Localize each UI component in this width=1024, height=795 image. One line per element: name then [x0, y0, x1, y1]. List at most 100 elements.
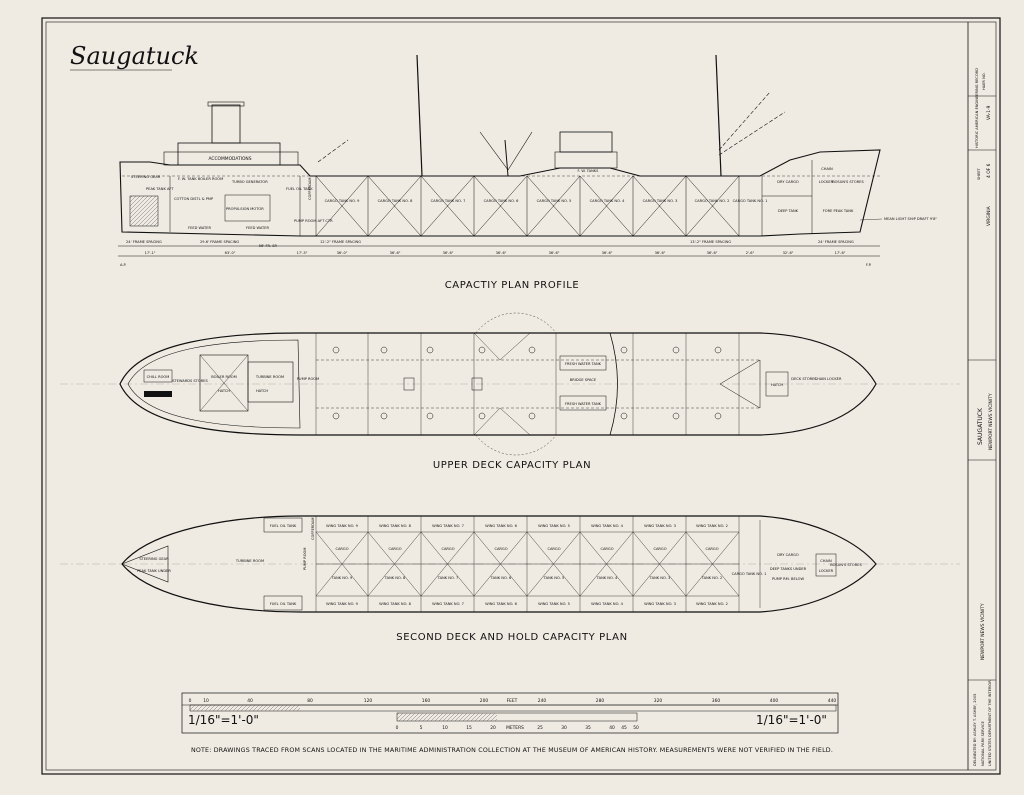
- cargo-label: CARGO: [388, 547, 401, 551]
- label-chain: CHAIN: [821, 167, 833, 171]
- scale-bar: 0 10 40 80 120 160 200 240 280 320 360 4…: [181, 692, 839, 734]
- wing-tank-label: WING TANK NO. 5: [538, 602, 570, 606]
- label-locker: LOCKER: [819, 180, 834, 184]
- second-deck-grid: [315, 516, 761, 612]
- label-dry-cargo: DRY CARGO: [777, 180, 799, 184]
- label-hatch-1: HATCH: [218, 389, 230, 393]
- tb-survey-no: VA-1-9: [986, 105, 992, 120]
- dim-label: 56' FR. SP.: [259, 244, 278, 248]
- tb-sub: NEWPORT NEWS VICINITY: [988, 393, 994, 450]
- tank-label: TANK NO. 6: [490, 576, 512, 580]
- scale-frame: [181, 692, 839, 734]
- tank-label: TANK NO. 5: [543, 576, 565, 580]
- label-draft-note: MEAN LIGHT SHIP DRAFT 9'8": [884, 217, 937, 221]
- label-fresh-water-1: FRESH WATER TANK: [565, 362, 602, 366]
- wing-tank-label: WING TANK NO. 4: [591, 524, 623, 528]
- steering-wedge: [121, 545, 169, 583]
- wing-tank-label: WING TANK NO. 6: [485, 602, 517, 606]
- deck-fittings: [332, 346, 722, 420]
- wing-tank-label: WING TANK NO. 9: [326, 602, 358, 606]
- fwd-house-wedge: [719, 359, 761, 409]
- fresh-water-tank-1: [559, 355, 607, 371]
- feet-tick: 280: [596, 698, 605, 704]
- tank-center-labels: TANK NO. 9 TANK NO. 8 TANK NO. 7 TANK NO…: [331, 576, 723, 580]
- black-block: [144, 391, 172, 397]
- label-accommodations: ACCOMMODATIONS: [208, 156, 251, 162]
- boom-2: [507, 131, 533, 171]
- scale-ratio-left: 1/16"=1'-0": [188, 713, 259, 727]
- label-propulsion-motor: PROPULSION MOTOR: [226, 207, 264, 211]
- meter-tick: 50: [633, 725, 639, 731]
- label-bosuns-stores-2: BOSUN'S STORES: [830, 563, 862, 567]
- cargo-tank-label: CARGO TANK NO. 3: [643, 199, 678, 203]
- label-turbine-room-2: TURBINE ROOM: [235, 559, 264, 563]
- dim-label: 36'-6": [443, 251, 454, 255]
- fwd-hatch: [765, 371, 789, 397]
- label-cotton-distl: COTTON DISTL & PMP: [174, 197, 214, 201]
- meter-tick: 5: [420, 725, 423, 731]
- label-peak-tank-aft: PEAK TANK AFT: [146, 187, 174, 191]
- cargo-labels: CARGO CARGO CARGO CARGO CARGO CARGO CARG…: [335, 547, 718, 551]
- dim-label: 36'-6": [602, 251, 613, 255]
- label-fw-tanks: F. W. TANKS: [578, 169, 600, 173]
- outer-border: [41, 17, 1001, 775]
- label-fuel-oil-tank: FUEL OIL TANK: [286, 187, 313, 191]
- frame-spacing-label: 29.6' FRAME SPACING: [200, 240, 239, 244]
- feet-tick: 400: [770, 698, 779, 704]
- dimension-labels: 17'-1" 63'-0" 56' FR. SP. 17'-5" 36'-0" …: [145, 244, 846, 255]
- label-steering-gear: STEERING GEAR: [131, 175, 161, 179]
- feet-tick: 240: [538, 698, 547, 704]
- tank-label: TANK NO. 4: [596, 576, 618, 580]
- cargo-label: CARGO: [547, 547, 560, 551]
- title-block: HAER NO. HISTORIC AMERICAN ENGINEERING R…: [968, 68, 996, 766]
- feet-tick: 160: [422, 698, 431, 704]
- meter-tick: 30: [561, 725, 567, 731]
- wing-top-labels: WING TANK NO. 9 WING TANK NO. 8 WING TAN…: [326, 524, 728, 528]
- label-pump-room: PUMP ROOM AFT CTR: [294, 219, 333, 223]
- upper-deck-grid: [315, 312, 760, 456]
- wing-tank-label: WING TANK NO. 7: [432, 602, 464, 606]
- label-locker-2: LOCKER: [819, 569, 834, 573]
- label-fore-peak-tank: FORE PEAK TANK: [823, 209, 854, 213]
- label-ap: A.P.: [120, 263, 127, 267]
- dim-label: 63'-0": [225, 251, 236, 255]
- cargo-tank-label: CARGO TANK NO. 1: [733, 199, 768, 203]
- cargo-label: CARGO: [705, 547, 718, 551]
- wing-tank-label: WING TANK NO. 7: [432, 524, 464, 528]
- feet-tick: 320: [654, 698, 663, 704]
- stern-machinery: [129, 195, 159, 227]
- wing-tank-label: WING TANK NO. 3: [644, 524, 676, 528]
- tank-label: TANK NO. 8: [384, 576, 406, 580]
- turbine-room-casing: [247, 361, 294, 403]
- wing-tank-label: WING TANK NO. 6: [485, 524, 517, 528]
- upper-deck-hull: [119, 332, 877, 436]
- wing-tank-label: WING TANK NO. 3: [644, 602, 676, 606]
- aft-house-outline: [127, 339, 301, 429]
- dim-label: 36'-6": [549, 251, 560, 255]
- feet-tick: 360: [712, 698, 721, 704]
- cargo-label: CARGO: [335, 547, 348, 551]
- tb-delineated: DELINEATED BY: ASHLEY T. ASHBY, 2005: [973, 694, 977, 766]
- fuel-oil-tank-1: [263, 517, 303, 533]
- label-steering-gear-2: STEERING GEAR: [139, 557, 169, 561]
- label-boiler-room: BOILER ROOM: [211, 375, 236, 379]
- funnel-cap: [207, 101, 245, 107]
- capacity-plan-profile: ACCOMMODATIONS F. W. TANKS STEERING GEAR…: [118, 54, 937, 291]
- profile-caption: CAPACTIY PLAN PROFILE: [445, 280, 580, 291]
- fore-boom-2: [718, 111, 786, 156]
- second-deck-plan: STEERING GEAR PEAK TANK UNDER TURBINE RO…: [60, 515, 960, 643]
- draft-leader: [859, 218, 883, 221]
- label-chain-locker: CHAIN LOCKER: [815, 377, 842, 381]
- tank-label: TANK NO. 7: [437, 576, 459, 580]
- label-hatch-2: HATCH: [256, 389, 268, 393]
- cargo-label: CARGO: [441, 547, 454, 551]
- midship-house: [554, 151, 618, 169]
- tb-sheet: SHEET: [977, 167, 981, 180]
- drawing-note: NOTE: DRAWINGS TRACED FROM SCANS LOCATED…: [191, 747, 833, 754]
- frame-spacing-label: 13'-2" FRAME SPACING: [690, 240, 731, 244]
- label-feed-water-1: FEED WATER: [188, 226, 212, 230]
- cargo-tank-labels: CARGO TANK NO. 9 CARGO TANK NO. 8 CARGO …: [325, 199, 768, 203]
- meter-tick: 10: [442, 725, 448, 731]
- cargo-label: CARGO: [494, 547, 507, 551]
